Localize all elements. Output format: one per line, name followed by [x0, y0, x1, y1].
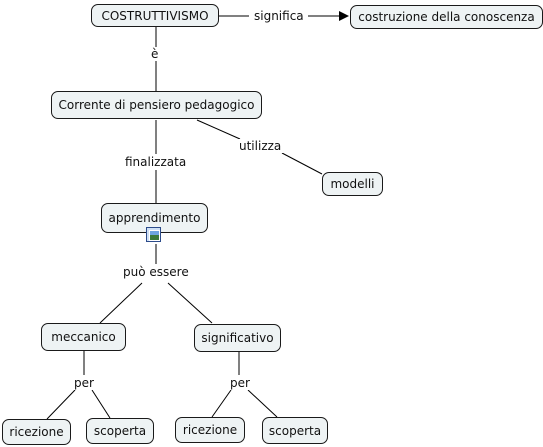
- link-label-puo-essere: può essere: [121, 265, 191, 279]
- node-ricezione-1[interactable]: ricezione: [2, 419, 71, 445]
- link-label-e: è: [149, 47, 161, 61]
- node-scoperta-2[interactable]: scoperta: [262, 417, 328, 444]
- node-ricezione-2[interactable]: ricezione: [175, 417, 245, 443]
- link-label-per-1: per: [72, 376, 96, 390]
- edge-corrente-utilizza: [196, 119, 241, 140]
- node-corrente-di-pensiero-pedagogico[interactable]: Corrente di pensiero pedagogico: [51, 91, 262, 119]
- node-scoperta-1[interactable]: scoperta: [86, 418, 154, 444]
- image-resource-thumbnail: [149, 230, 160, 241]
- link-label-utilizza: utilizza: [237, 139, 284, 153]
- edge-puo-essere-significativo: [167, 282, 213, 324]
- link-label-significa: significa: [252, 9, 306, 23]
- edge-per-scoperta-2: [247, 389, 278, 418]
- node-significativo[interactable]: significativo: [194, 324, 281, 352]
- node-meccanico[interactable]: meccanico: [41, 323, 126, 351]
- node-modelli[interactable]: modelli: [322, 172, 383, 196]
- node-costruzione-della-conoscenza[interactable]: costruzione della conoscenza: [350, 5, 543, 29]
- link-label-finalizzata: finalizzata: [123, 155, 189, 169]
- node-costruttivismo[interactable]: COSTRUTTIVISMO: [91, 4, 219, 27]
- edge-utilizza-modelli: [281, 152, 323, 175]
- edge-per-scoperta-1: [91, 389, 111, 419]
- edge-per-ricezione-2: [211, 389, 232, 418]
- link-label-per-2: per: [228, 376, 252, 390]
- edge-per-ricezione-1: [46, 389, 76, 420]
- image-resource-icon[interactable]: [146, 227, 161, 242]
- edge-puo-essere-meccanico: [99, 282, 143, 324]
